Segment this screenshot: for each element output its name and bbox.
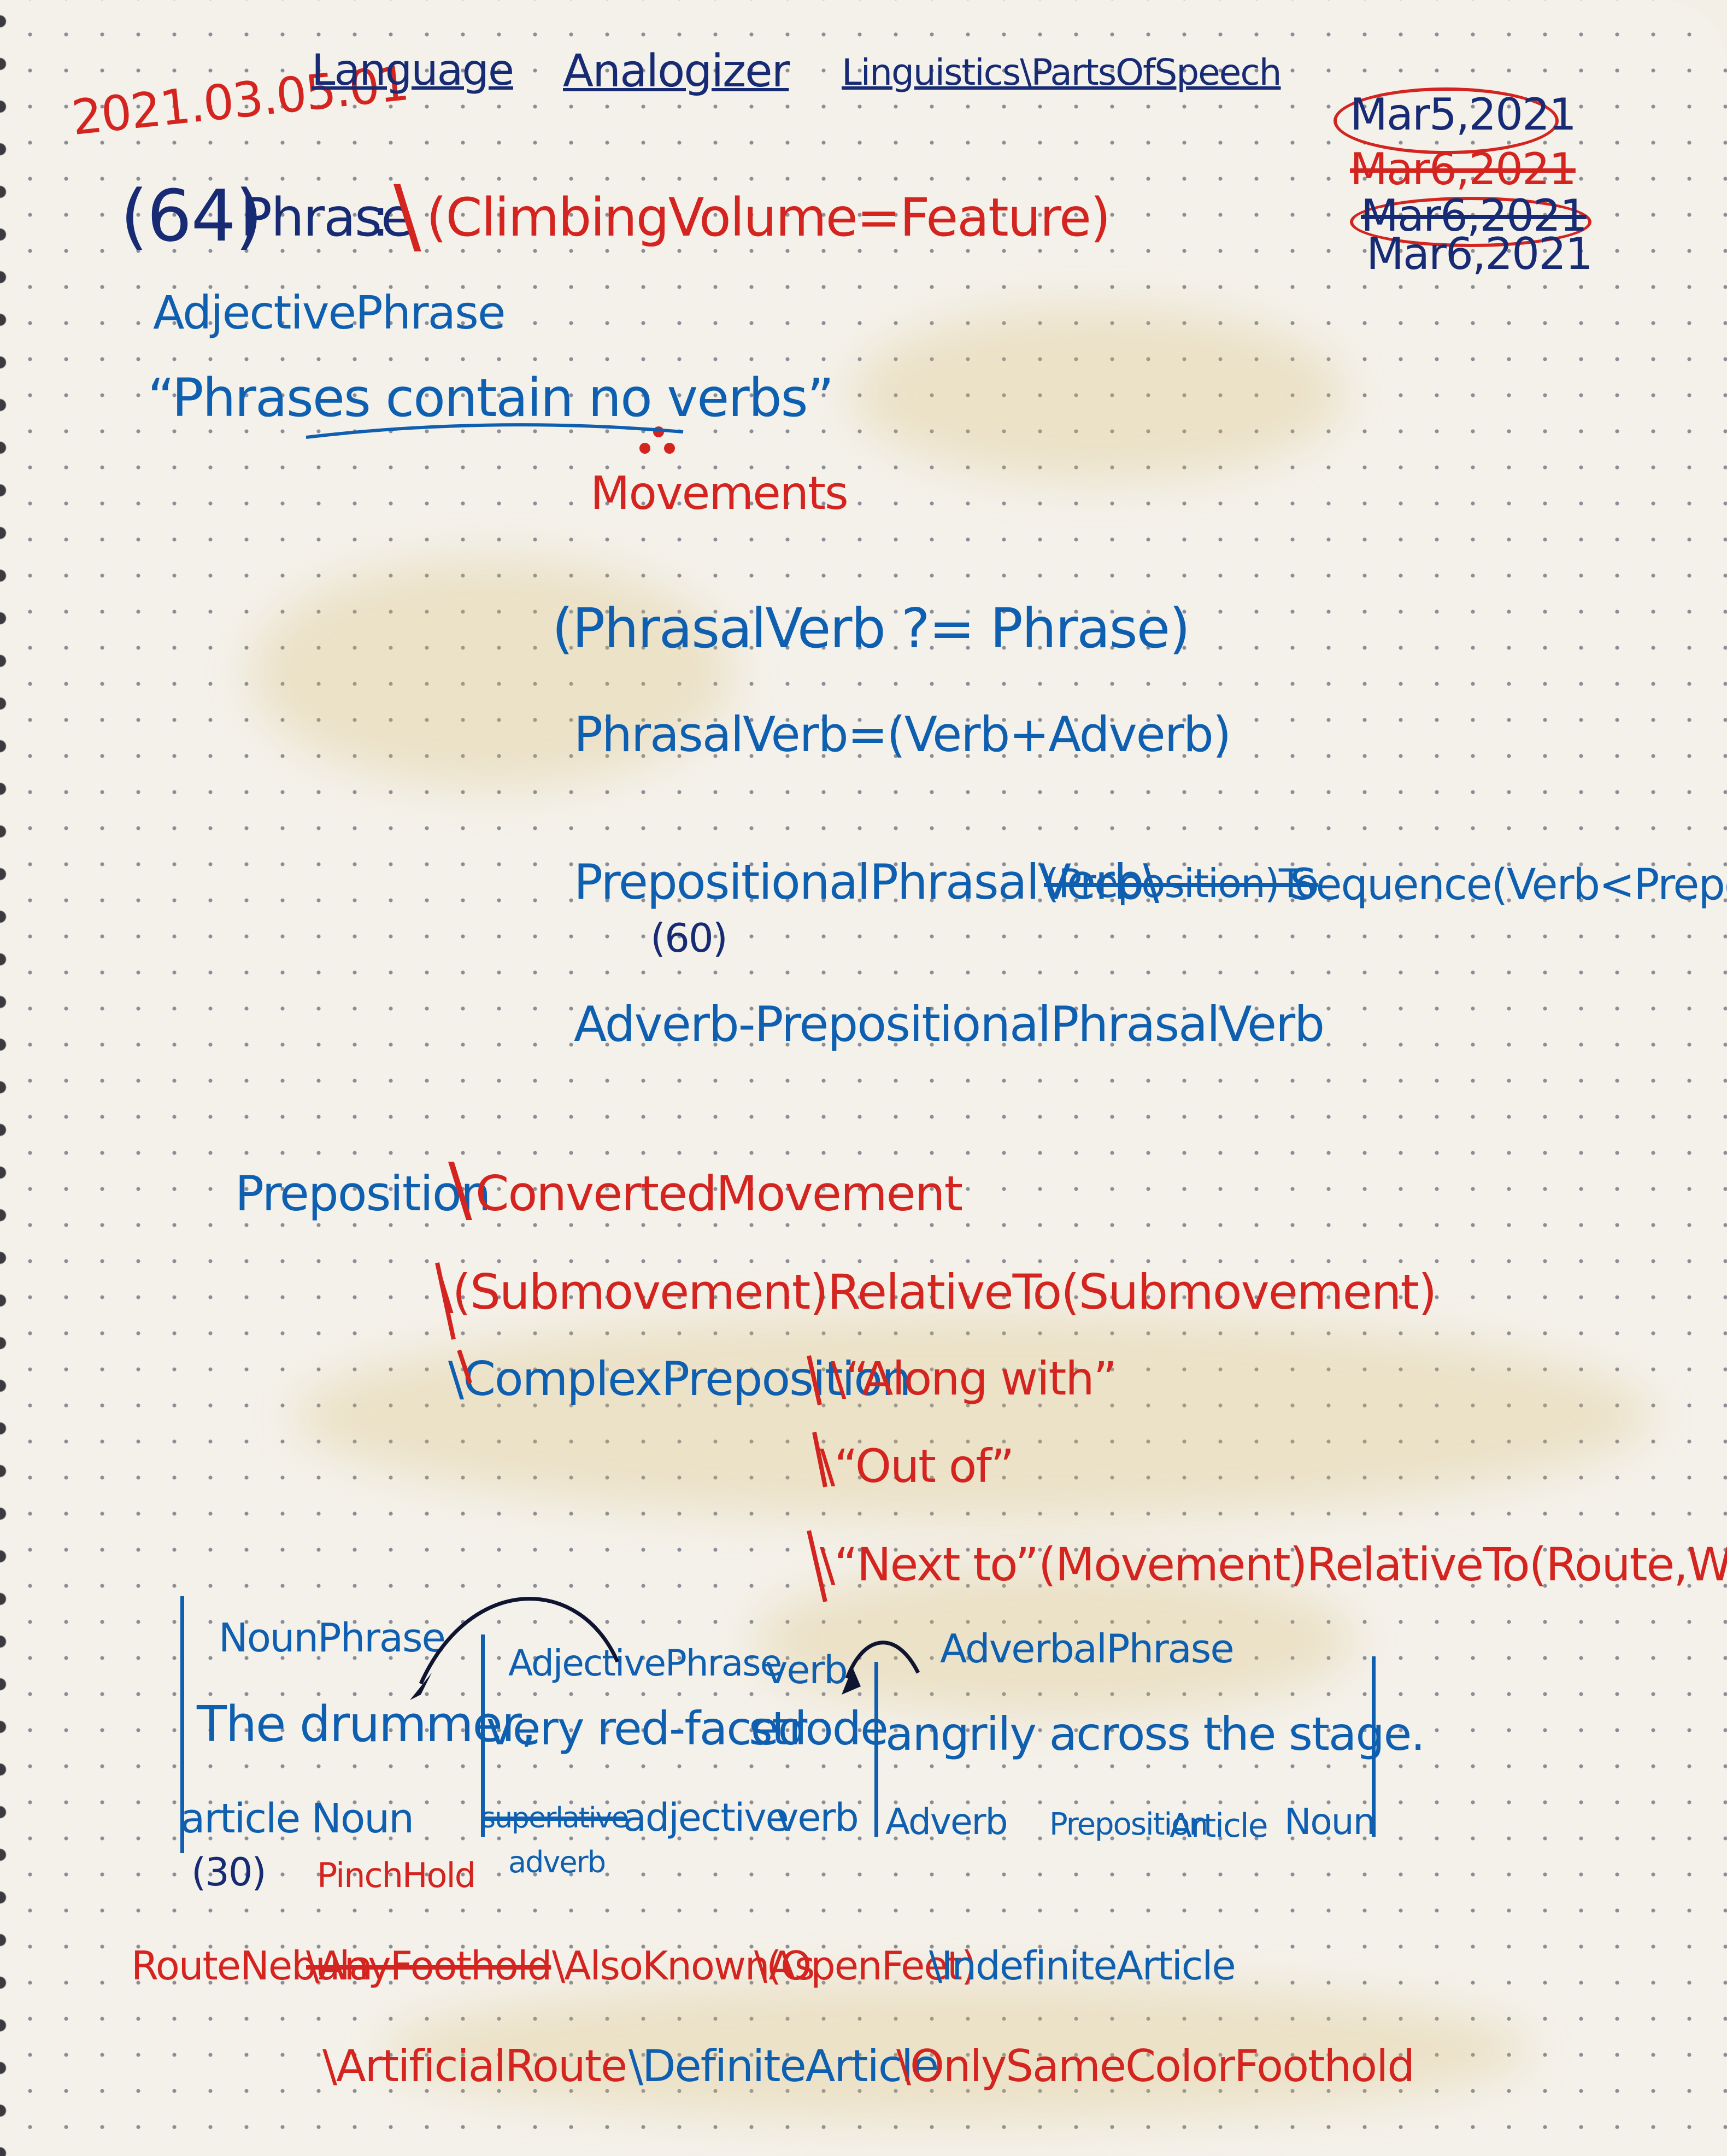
arrow-head-icon	[842, 1667, 861, 1695]
example-bracket	[807, 1355, 827, 1602]
pos-crossed: superlative	[481, 1802, 628, 1835]
coffee-stain	[853, 306, 1344, 481]
divider	[874, 1662, 878, 1837]
arrow-to-noun	[419, 1597, 620, 1685]
pos-article-noun: article Noun	[180, 1795, 414, 1842]
date-2: Mar6,2021	[1350, 144, 1577, 195]
prepositional-phrasal-verb: PrepositionalPhrasalVerb\	[574, 854, 1159, 910]
adverb-prepositional: Adverb-PrepositionalPhrasalVerb	[574, 996, 1325, 1052]
entry-number: (64)	[120, 174, 263, 257]
phrasal-verb-question: (PhrasalVerb ?= Phrase)	[552, 596, 1190, 660]
example-along-with: \“Along with”	[831, 1352, 1117, 1405]
converted-movement: ConvertedMovement	[475, 1165, 963, 1222]
red-bracket	[435, 1262, 472, 1384]
divider	[1372, 1656, 1376, 1837]
sentence-number: (30)	[191, 1850, 267, 1895]
coffee-stain	[383, 1979, 1530, 2121]
sequence-verb-preposition: Sequence(Verb<Preposition)	[1290, 860, 1727, 910]
tag-language: Language	[312, 46, 514, 95]
prep-number: (60)	[650, 915, 728, 961]
quote-underline	[306, 423, 684, 439]
label-verb: verb	[765, 1648, 848, 1692]
word-angrily-across-stage: angrily across the stage.	[885, 1707, 1425, 1761]
entry-separator: \	[393, 168, 421, 263]
date-circle	[1350, 197, 1591, 247]
date-1: Mar5,2021	[1350, 89, 1577, 140]
coffee-stain	[754, 1563, 1355, 1716]
coffee-stain	[295, 1312, 1650, 1520]
tag-analogizer: Analogizer	[563, 45, 790, 97]
open-feet: \(OpenFeet)	[754, 1943, 977, 1989]
tag-linguistics: Linguistics\PartsOfSpeech	[842, 51, 1282, 93]
divider	[180, 1596, 184, 1853]
indefinite-article: \IndefiniteArticle	[929, 1943, 1236, 1989]
submovement-relation: \(Submovement)RelativeTo(Submovement)	[437, 1264, 1437, 1320]
entry-term: Phrase	[240, 187, 413, 248]
pos-adverb-2: Adverb	[885, 1801, 1008, 1843]
dots-over-movements	[639, 426, 675, 454]
pinch-hold: PinchHold	[317, 1855, 476, 1895]
quote-no-verbs: “Phrases contain no verbs”	[148, 367, 834, 429]
pos-noun: Noun	[1284, 1801, 1376, 1843]
phrasal-verb-definition: PhrasalVerb=(Verb+Adverb)	[574, 706, 1231, 763]
pos-adjective: adjective	[623, 1795, 789, 1840]
pos-preposition: Preposition	[1049, 1807, 1208, 1842]
entry-colon: :	[372, 187, 389, 248]
adjective-phrase: AdjectivePhrase	[153, 286, 506, 339]
entry-definition: (ClimbingVolume=Feature)	[426, 187, 1111, 248]
pos-verb: verb	[776, 1795, 859, 1840]
pos-article: Article	[1170, 1807, 1268, 1845]
definite-article: \DefiniteArticle	[628, 2041, 939, 2091]
only-same-color-foothold: \OnlySameColorFoothold	[896, 2041, 1415, 2091]
crossed-preposition: (Preposition)To	[1044, 860, 1319, 906]
artificial-route: \ArtificialRoute	[322, 2041, 627, 2091]
pos-adverb: adverb	[508, 1845, 606, 1879]
label-adverbial-phrase: AdverbalPhrase	[940, 1626, 1235, 1672]
arrow-head-icon	[410, 1673, 432, 1700]
preposition-label: Preposition	[235, 1165, 491, 1222]
word-strode: strode	[749, 1702, 889, 1755]
preposition-separator: \	[448, 1147, 472, 1231]
also-known-as: \AlsoKnownAs	[552, 1943, 815, 1989]
coffee-stain	[251, 558, 732, 787]
example-next-to: \“Next to”	[820, 1538, 1039, 1591]
example-out-of: \“Out of”	[820, 1439, 1014, 1493]
label-adjective-phrase: AdjectivePhrase	[508, 1642, 782, 1684]
route-nebula: RouteNebula	[131, 1943, 373, 1989]
movements-note: Movements	[590, 466, 849, 520]
next-to-definition: (Movement)RelativeTo(Route,Wall)	[1038, 1538, 1727, 1591]
date-circle	[1334, 87, 1559, 154]
label-noun-phrase: NounPhrase	[219, 1615, 446, 1661]
date-3: Mar6,2021	[1361, 190, 1588, 241]
spiral-binding	[0, 0, 20, 2156]
date-4: Mar6,2021	[1366, 229, 1593, 279]
complex-preposition: \ComplexPreposition	[448, 1352, 912, 1407]
arrow-to-verb	[845, 1641, 920, 1679]
word-the-drummer: The drummer,	[197, 1696, 536, 1753]
divider	[481, 1634, 485, 1837]
any-foothold: \AnyFoothold	[306, 1943, 552, 1989]
word-very-red-faced: very red-faced	[486, 1702, 807, 1755]
